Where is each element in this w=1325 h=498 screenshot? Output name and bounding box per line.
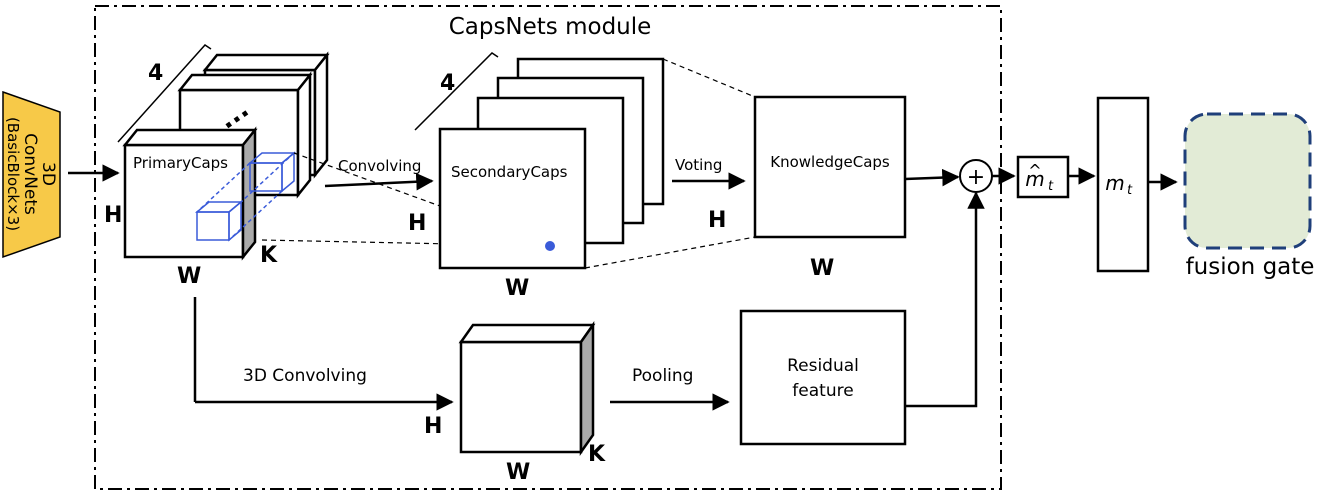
knowledge-caps-label: KnowledgeCaps [770, 153, 890, 171]
convolving-arrow [324, 172, 434, 191]
m-t-symbol: m [1105, 171, 1124, 195]
input-convnets-block: 3D ConvNets (BasicBlock×3) [2, 90, 61, 259]
capsnets-module-frame [94, 5, 1002, 490]
module-title: CapsNets module [449, 14, 652, 40]
input-line2: ConvNets [20, 133, 40, 215]
conv3d-cube [458, 321, 596, 456]
knowledge-caps-box [753, 95, 907, 239]
m-hat-accent: ^ [1028, 161, 1041, 180]
conv3d-label: 3D Convolving [243, 366, 367, 386]
m-t-sub: t [1127, 183, 1133, 198]
m-t-box [1096, 96, 1150, 273]
primary-caps-label: PrimaryCaps [133, 154, 228, 172]
plus-symbol: + [967, 165, 985, 190]
secondary-caps-stack [438, 57, 665, 270]
primary-caps-stack [122, 51, 330, 261]
capsule-point [545, 241, 555, 251]
primary-caps-k: K [260, 243, 278, 268]
convolving-label: Convolving [338, 157, 421, 175]
fusion-gate-box [1183, 112, 1312, 250]
secondary-caps-label: SecondaryCaps [451, 163, 568, 181]
voting-label: Voting [675, 156, 722, 174]
input-line3: (BasicBlock×3) [4, 117, 22, 231]
conv3d-h: H [424, 414, 442, 439]
projection-line-bottom [261, 239, 551, 247]
residual-feature-box [739, 309, 907, 446]
secondary-caps-count: 4 [440, 71, 455, 96]
knowledge-caps-w: W [810, 256, 834, 281]
knowledge-dash-bottom [584, 236, 756, 269]
m-hat-sub: t [1048, 179, 1054, 194]
pooling-label: Pooling [632, 366, 693, 386]
input-trapezoid [2, 90, 61, 259]
residual-to-plus-line [905, 191, 985, 408]
secondary-caps-h: H [408, 211, 426, 236]
knowledge-to-plus-arrow [904, 168, 960, 187]
secondary-caps-w: W [505, 276, 529, 301]
m-hat-symbol: m [1025, 167, 1044, 191]
conv3d-k: K [588, 442, 606, 467]
primary-caps-count-bracket [117, 44, 212, 143]
knowledge-dash-top [662, 58, 756, 98]
residual-line2: feature [792, 381, 853, 401]
primary-caps-count: 4 [148, 61, 163, 86]
input-line1: 3D [38, 162, 58, 186]
knowledge-caps-h: H [708, 208, 726, 233]
conv3d-w: W [506, 460, 530, 485]
primary-caps-w: W [177, 264, 201, 289]
fusion-gate-label: fusion gate [1186, 254, 1315, 280]
secondary-caps-count-bracket [414, 52, 499, 131]
primary-caps-h: H [104, 203, 122, 228]
residual-line1: Residual [787, 356, 859, 376]
